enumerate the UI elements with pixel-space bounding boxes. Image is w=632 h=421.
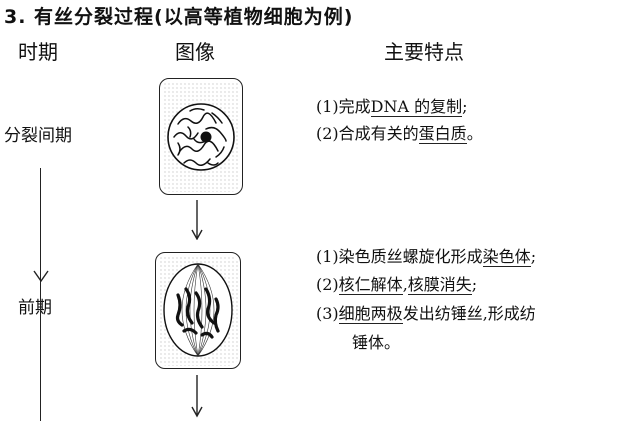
key-term: 核仁解体 [338,275,403,295]
phase-label-prophase: 前期 [18,298,52,318]
down-arrow-icon [189,200,205,240]
column-header-period: 时期 [18,40,58,64]
timeline-arrow-icon [33,270,49,282]
feature-text: (3) [316,304,339,323]
feature-text: 。 [466,124,483,143]
key-term: 细胞两极 [338,304,403,324]
timeline-line [40,168,41,421]
interphase-feature-2: (2)合成有关的蛋白质。 [316,122,483,146]
section-heading: 3. 有丝分裂过程(以高等植物细胞为例) [4,6,354,28]
interphase-feature-1: (1)完成DNA 的复制; [316,95,468,119]
feature-text: (1)完成 [316,97,371,116]
key-term: DNA 的复制 [370,97,463,117]
column-header-features: 主要特点 [384,40,464,64]
feature-text: (2)合成有关的 [316,124,419,143]
key-term: 核膜消失 [407,275,472,295]
down-arrow-icon [189,375,205,419]
prophase-feature-3: (3)细胞两极发出纺锤丝,形成纺 [316,302,536,326]
interphase-cell-image [159,78,243,195]
column-header-image: 图像 [175,40,215,64]
key-term: 染色体 [482,247,531,267]
key-term: 蛋白质 [418,124,467,144]
feature-text: (2) [316,275,339,294]
feature-text: ; [462,97,468,116]
feature-text: ; [471,275,478,294]
prophase-feature-2: (2)核仁解体,核膜消失; [316,273,477,297]
phase-label-interphase: 分裂间期 [4,126,72,146]
prophase-feature-1: (1)染色质丝螺旋化形成染色体; [316,245,536,269]
feature-text: , [402,275,408,294]
feature-text: 发出纺锤丝,形成纺 [402,304,536,323]
prophase-cell-image [155,252,241,369]
feature-text: ; [530,247,537,266]
prophase-feature-3-continued: 锤体。 [352,333,401,352]
feature-text: (1)染色质丝螺旋化形成 [316,247,483,266]
